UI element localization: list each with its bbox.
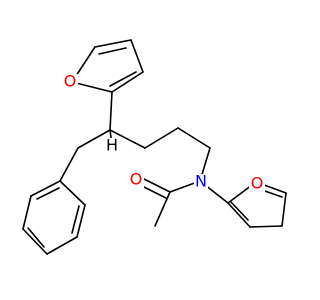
- bond: [177, 127, 211, 149]
- label-bg: [194, 174, 208, 190]
- label-bg: [62, 74, 78, 90]
- bond: [77, 129, 111, 149]
- oxygen-label-right-furan: O: [251, 174, 264, 193]
- hydrogen-label: H: [106, 136, 118, 155]
- bond: [46, 236, 78, 255]
- bond: [249, 225, 283, 228]
- bond: [154, 191, 171, 227]
- double-bond: [109, 71, 137, 87]
- bond: [130, 39, 144, 73]
- bond: [22, 195, 32, 230]
- oxygen-label-carbonyl: O: [130, 170, 143, 189]
- double-bond: [98, 47, 127, 55]
- double-bond: [71, 205, 80, 234]
- bond: [227, 202, 251, 228]
- bond: [94, 39, 132, 48]
- bond: [144, 127, 179, 149]
- label-bg: [128, 172, 144, 188]
- bond: [30, 180, 61, 197]
- double-bond: [36, 187, 60, 200]
- molecule-structure: O H N O O: [22, 39, 287, 255]
- bond: [59, 180, 86, 206]
- label-bg: [104, 138, 120, 154]
- bond: [22, 228, 48, 255]
- bond-furan-to-c: [109, 91, 113, 131]
- bond: [111, 71, 144, 93]
- double-bond: [230, 201, 249, 221]
- bond: [76, 204, 86, 238]
- bond: [59, 147, 79, 182]
- bond: [109, 129, 146, 149]
- oxygen-label-top-furan: O: [64, 72, 77, 91]
- furan-ring-top: [71, 39, 144, 93]
- nitrogen-label: N: [195, 172, 207, 191]
- bond: [71, 81, 113, 93]
- bond: [281, 192, 287, 227]
- label-bg: [249, 176, 265, 192]
- benzene-ring: [22, 180, 86, 255]
- carbonyl-double-bond: [139, 176, 171, 193]
- double-bond: [27, 227, 45, 248]
